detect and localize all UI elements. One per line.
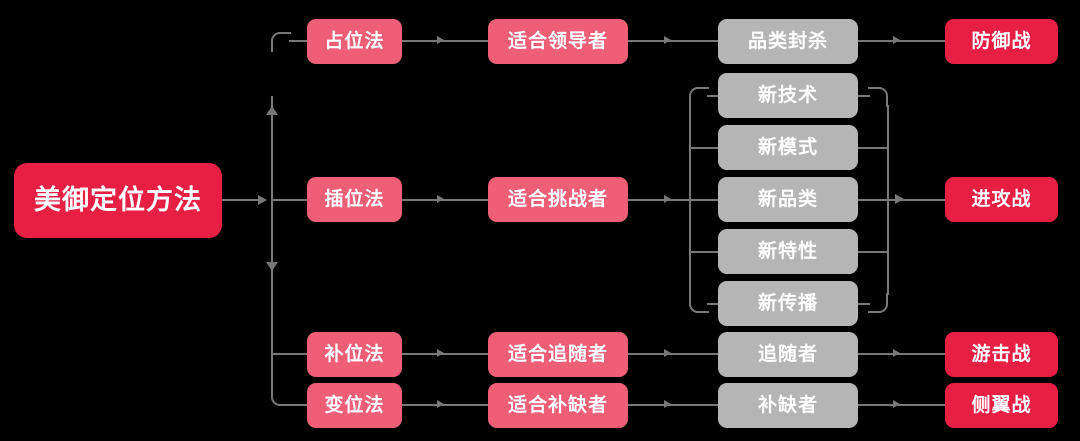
- connector-trunk-m1: [289, 40, 308, 42]
- arrow-t1-o1: [893, 36, 900, 44]
- bracket-left-stub-5: [707, 303, 718, 305]
- connector-root-trunk: [222, 199, 260, 201]
- arrow-s1-t1: [664, 36, 671, 44]
- tactic-node-challenger-1[interactable]: 新技术: [718, 73, 858, 118]
- tactic-node-follower-1[interactable]: 追随者: [718, 332, 858, 377]
- arrow-trunk-up: [266, 106, 278, 115]
- arrow-t3-o3: [893, 349, 900, 357]
- method-node-2[interactable]: 插位法: [307, 177, 402, 222]
- tactic-node-challenger-4[interactable]: 新特性: [718, 229, 858, 274]
- connector-m4-s4: [402, 404, 488, 406]
- outcome-node-4[interactable]: 侧翼战: [945, 383, 1058, 428]
- outcome-node-3[interactable]: 游击战: [945, 332, 1058, 377]
- arrow-m2-s2: [437, 195, 444, 203]
- connector-t1-o1: [858, 40, 945, 42]
- bracket-left-corner-bottom: [689, 293, 709, 313]
- tactic-node-challenger-2[interactable]: 新模式: [718, 125, 858, 170]
- tactic-node-challenger-3[interactable]: 新品类: [718, 177, 858, 222]
- bracket-corner-top-left: [271, 32, 291, 52]
- bracket-left-corner-top: [689, 87, 709, 107]
- method-node-3[interactable]: 补位法: [307, 332, 402, 377]
- outcome-node-1[interactable]: 防御战: [945, 19, 1058, 64]
- bracket-left-stub-2: [689, 147, 718, 149]
- suitability-node-1[interactable]: 适合领导者: [488, 19, 628, 64]
- arrow-m3-s3: [437, 349, 444, 357]
- arrow-root-trunk: [258, 195, 267, 205]
- suitability-node-4[interactable]: 适合补缺者: [488, 383, 628, 428]
- tactic-node-follower-2[interactable]: 补缺者: [718, 383, 858, 428]
- bracket-right-stub-4: [858, 251, 889, 253]
- bracket-right-corner-bottom: [868, 293, 888, 313]
- tactic-node-leader-1[interactable]: 品类封杀: [718, 19, 858, 64]
- tactic-node-challenger-5[interactable]: 新传播: [718, 281, 858, 326]
- connector-s4-t4: [628, 404, 718, 406]
- arrow-s4-t4: [664, 400, 671, 408]
- bracket-right-stub-1: [858, 95, 870, 97]
- arrow-s2-bracket: [664, 195, 671, 203]
- connector-m2-s2: [402, 199, 488, 201]
- connector-m3-s3: [402, 353, 488, 355]
- arrow-bracket-o2: [895, 194, 904, 204]
- connector-t4-o4: [858, 404, 945, 406]
- connector-t3-o3: [858, 353, 945, 355]
- arrow-m1-s1: [437, 36, 444, 44]
- outcome-node-2[interactable]: 进攻战: [945, 177, 1058, 222]
- suitability-node-3[interactable]: 适合追随者: [488, 332, 628, 377]
- arrow-trunk-down: [266, 262, 278, 271]
- method-node-1[interactable]: 占位法: [307, 19, 402, 64]
- connector-trunk-m2: [271, 199, 308, 201]
- bracket-right-corner-top: [868, 87, 888, 107]
- bracket-right-stub-5: [858, 303, 870, 305]
- connector-s1-t1: [628, 40, 718, 42]
- connector-s2-bracket: [628, 199, 690, 201]
- bracket-right-stub-3: [858, 199, 889, 201]
- method-node-4[interactable]: 变位法: [307, 383, 402, 428]
- connector-bracket-o2: [887, 199, 945, 201]
- bracket-left-stub-3: [689, 199, 718, 201]
- suitability-node-2[interactable]: 适合挑战者: [488, 177, 628, 222]
- root-node[interactable]: 美御定位方法: [14, 163, 222, 238]
- arrow-t4-o4: [893, 400, 900, 408]
- connector-s3-t3: [628, 353, 718, 355]
- arrow-m4-s4: [437, 400, 444, 408]
- connector-trunk-m4: [289, 404, 308, 406]
- bracket-corner-bottom-left: [271, 386, 291, 406]
- arrow-s3-t3: [664, 349, 671, 357]
- bracket-left-stub-1: [707, 95, 718, 97]
- trunk-vertical: [271, 96, 273, 396]
- connector-m1-s1: [402, 40, 488, 42]
- bracket-left-stub-4: [689, 251, 718, 253]
- bracket-right-stub-2: [858, 147, 889, 149]
- connector-trunk-m3: [271, 353, 308, 355]
